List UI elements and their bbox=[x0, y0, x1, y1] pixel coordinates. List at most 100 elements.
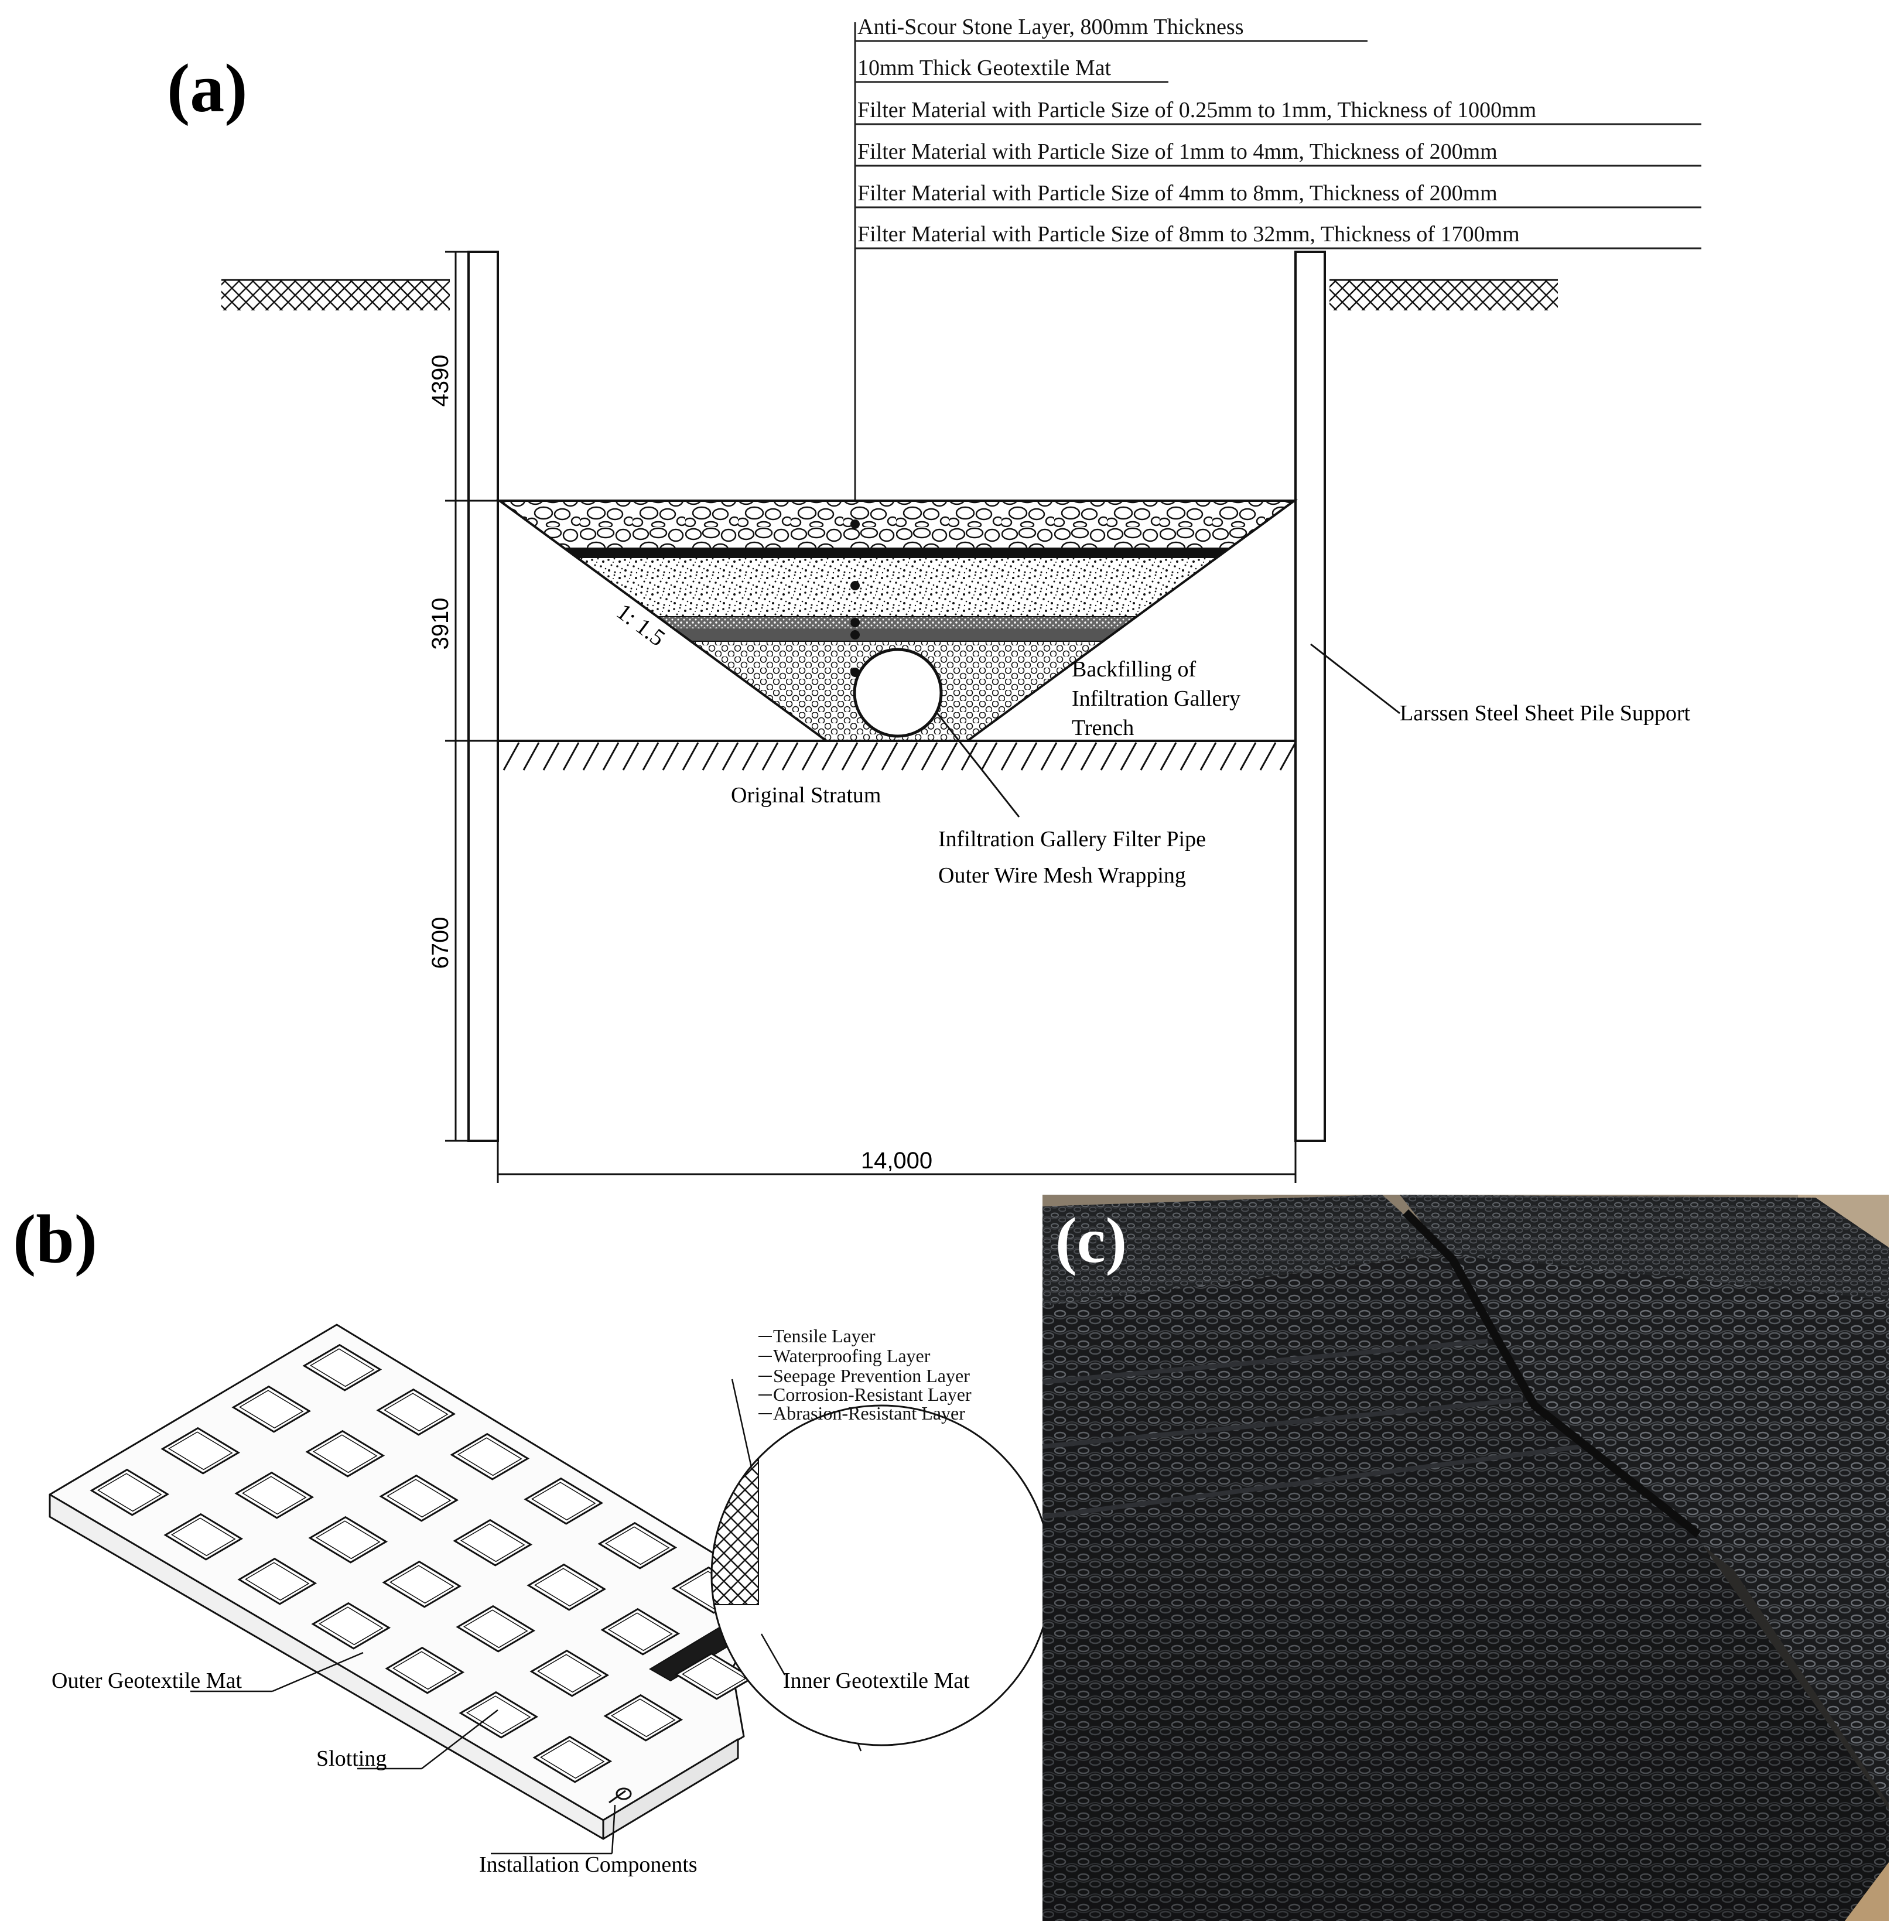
slot-5 bbox=[305, 1430, 385, 1478]
ground-surface-right bbox=[1329, 279, 1558, 310]
panel-b-label: (b) bbox=[13, 1201, 97, 1277]
slot-inner-9 bbox=[387, 1479, 452, 1518]
slot-17 bbox=[527, 1563, 607, 1611]
slot-inner-10 bbox=[316, 1520, 381, 1560]
sheet-pile-label: Larssen Steel Sheet Pile Support bbox=[1400, 701, 1690, 726]
slot-10 bbox=[308, 1516, 388, 1564]
slot-12 bbox=[524, 1477, 604, 1525]
slot-13 bbox=[453, 1519, 533, 1567]
svg-text:Backfilling of: Backfilling of bbox=[1072, 657, 1196, 682]
slot-19 bbox=[385, 1646, 465, 1694]
layer-labels: Anti-Scour Stone Layer, 800mm Thickness … bbox=[857, 15, 1536, 247]
original-stratum-label: Original Stratum bbox=[731, 783, 881, 808]
backfill-label: Backfilling of Infiltration Gallery Tren… bbox=[1072, 657, 1240, 740]
slot-11 bbox=[237, 1557, 317, 1605]
original-stratum-hatch bbox=[498, 740, 1297, 771]
slot-inner-4 bbox=[384, 1393, 449, 1432]
slots bbox=[90, 1343, 754, 1783]
layer-waterproofing: Waterproofing Layer bbox=[773, 1345, 931, 1366]
layer-label-filter-4-8: Filter Material with Particle Size of 4m… bbox=[857, 181, 1498, 206]
layer-filter-1-4mm bbox=[500, 617, 1294, 628]
panel-a-label: (a) bbox=[167, 50, 248, 126]
layer-label-leaders bbox=[854, 22, 1701, 673]
svg-text:Outer Wire Mesh Wrapping: Outer Wire Mesh Wrapping bbox=[938, 863, 1186, 888]
dimension-14000: 14,000 bbox=[861, 1148, 932, 1174]
slot-inner-6 bbox=[242, 1476, 307, 1515]
slot-7 bbox=[163, 1513, 244, 1561]
dimension-horizontal bbox=[497, 1141, 1297, 1183]
slot-25 bbox=[603, 1694, 683, 1742]
layer-abrasion-resistant: Abrasion-Resistant Layer bbox=[773, 1403, 965, 1424]
panel-b: (b) bbox=[13, 1201, 1052, 1877]
panel-c-label: (c) bbox=[1055, 1205, 1127, 1276]
slot-22 bbox=[529, 1649, 610, 1697]
svg-text:Infiltration Gallery Filter Pi: Infiltration Gallery Filter Pipe bbox=[938, 827, 1206, 852]
slot-4 bbox=[376, 1388, 456, 1436]
slot-1 bbox=[231, 1385, 312, 1433]
layer-leader-dots bbox=[850, 519, 860, 677]
slot-9 bbox=[379, 1474, 459, 1522]
slot-inner-16 bbox=[605, 1526, 670, 1565]
slot-inner-11 bbox=[245, 1562, 310, 1601]
layer-label-stone: Anti-Scour Stone Layer, 800mm Thickness bbox=[857, 15, 1244, 39]
sheet-pile-right bbox=[1294, 251, 1326, 1142]
slotting-label: Slotting bbox=[316, 1746, 387, 1771]
slot-24 bbox=[674, 1652, 754, 1700]
layer-tensile: Tensile Layer bbox=[773, 1325, 876, 1346]
filter-pipe bbox=[853, 648, 943, 738]
layer-anti-scour-stone bbox=[500, 501, 1294, 548]
slot-0 bbox=[302, 1343, 382, 1391]
slot-inner-19 bbox=[392, 1651, 457, 1690]
slot-18 bbox=[456, 1605, 536, 1653]
slot-inner-17 bbox=[534, 1568, 599, 1607]
slot-inner-0 bbox=[310, 1348, 375, 1387]
slot-inner-2 bbox=[168, 1431, 233, 1471]
ground-surface-left bbox=[221, 279, 450, 310]
slot-inner-1 bbox=[239, 1390, 304, 1429]
layer-label-filter-8-32: Filter Material with Particle Size of 8m… bbox=[857, 222, 1520, 247]
dimension-6700: 6700 bbox=[428, 917, 453, 969]
slot-21 bbox=[600, 1608, 681, 1656]
slot-inner-13 bbox=[460, 1523, 525, 1562]
layer-corrosion-resistant: Corrosion-Resistant Layer bbox=[773, 1384, 972, 1405]
installation-components bbox=[609, 1787, 632, 1804]
layer-filter-4-8mm bbox=[500, 628, 1294, 641]
slot-inner-14 bbox=[389, 1565, 454, 1604]
dimension-4390: 4390 bbox=[428, 355, 453, 407]
layer-label-filter-1-4: Filter Material with Particle Size of 1m… bbox=[857, 139, 1498, 164]
svg-text:Infiltration Gallery: Infiltration Gallery bbox=[1072, 686, 1240, 711]
panel-c-photo: (c) bbox=[1042, 1195, 1889, 1921]
slot-inner-26 bbox=[540, 1740, 605, 1779]
slot-26 bbox=[532, 1735, 613, 1783]
sheet-pile-leader bbox=[1310, 643, 1400, 714]
slot-3 bbox=[90, 1468, 170, 1516]
layer-geotextile-mat bbox=[500, 548, 1294, 558]
filter-pipe-label: Infiltration Gallery Filter Pipe Outer W… bbox=[938, 827, 1206, 888]
slot-15 bbox=[311, 1602, 391, 1650]
slot-inner-3 bbox=[97, 1473, 162, 1512]
slot-inner-5 bbox=[313, 1434, 378, 1473]
slot-16 bbox=[597, 1521, 678, 1569]
slot-inner-24 bbox=[682, 1657, 747, 1696]
slot-inner-12 bbox=[531, 1482, 596, 1521]
slot-2 bbox=[160, 1427, 241, 1475]
panel-a: (a) Anti-Scour Stone Layer, 800mm Thickn… bbox=[167, 15, 1701, 1183]
panel-b-leaders bbox=[190, 1633, 786, 1855]
installation-components-label: Installation Components bbox=[479, 1852, 698, 1877]
dimension-3910: 3910 bbox=[428, 598, 453, 650]
layer-label-filter-025-1: Filter Material with Particle Size of 0.… bbox=[857, 98, 1536, 122]
filter-pipe-leader bbox=[935, 711, 1020, 818]
slot-23 bbox=[459, 1691, 539, 1739]
slot-inner-8 bbox=[457, 1437, 522, 1476]
inner-geotextile-mat-label: Inner Geotextile Mat bbox=[783, 1668, 970, 1693]
layer-label-geotextile: 10mm Thick Geotextile Mat bbox=[857, 56, 1111, 80]
slot-inner-18 bbox=[463, 1609, 528, 1649]
slot-inner-15 bbox=[319, 1606, 384, 1646]
slot-inner-23 bbox=[466, 1695, 531, 1735]
svg-text:Trench: Trench bbox=[1072, 716, 1134, 740]
slot-inner-21 bbox=[608, 1612, 673, 1651]
sheet-pile-left bbox=[467, 251, 499, 1142]
slot-8 bbox=[450, 1432, 530, 1480]
slot-inner-25 bbox=[611, 1698, 676, 1738]
